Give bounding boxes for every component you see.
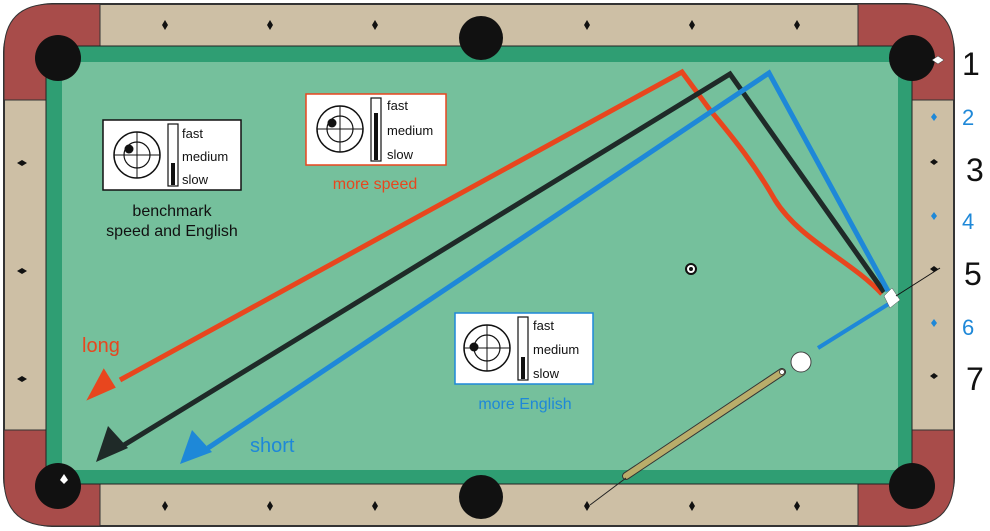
- diamond-label-1: 1: [962, 46, 980, 82]
- red-path-long: [118, 68, 884, 383]
- speed-label-slow: slow: [533, 366, 560, 381]
- panel-more-english: fast medium slow more English: [454, 312, 594, 413]
- speed-label-medium: medium: [387, 123, 433, 138]
- object-ball-icon: [685, 263, 697, 275]
- speed-label-medium: medium: [533, 342, 579, 357]
- diamond-label-2: 2: [962, 105, 974, 130]
- panel-caption: more speed: [333, 176, 418, 193]
- left-rail-diamonds: [17, 160, 27, 382]
- blue-path-short: [206, 69, 891, 451]
- diamond-label-4: 4: [962, 209, 974, 234]
- black-path: [122, 70, 887, 448]
- pocket-bl: [35, 463, 81, 509]
- cue-tip-target-icon: [113, 131, 161, 179]
- panel-caption: more English: [478, 396, 571, 413]
- diamond-label-7: 7: [966, 361, 984, 397]
- diamond-label-6: 6: [962, 315, 974, 340]
- panel-caption: benchmark: [132, 203, 212, 220]
- aim-line-to-diamond: [895, 267, 941, 297]
- top-rail-diamonds: [162, 20, 800, 30]
- panel-benchmark: fast medium slow benchmark speed and Eng…: [102, 119, 242, 240]
- path-label-long: long: [82, 335, 120, 357]
- pocket-bottom-middle: [459, 475, 503, 519]
- diamond-label-3: 3: [966, 152, 984, 188]
- cue-stick-icon: [589, 368, 786, 506]
- speed-label-fast: fast: [387, 98, 408, 113]
- cue-ball-approach-line: [816, 298, 897, 350]
- black-arrowhead: [96, 426, 128, 462]
- speed-label-fast: fast: [182, 126, 203, 141]
- pocket-tl: [35, 35, 81, 81]
- speed-gauge: [167, 123, 179, 187]
- speed-gauge: [517, 316, 529, 381]
- bottom-rail-diamonds: [162, 501, 800, 511]
- cue-tip-target-icon: [316, 105, 364, 153]
- speed-label-fast: fast: [533, 318, 554, 333]
- corner-mark-tr: [931, 55, 945, 65]
- corner-mark-bl: [60, 474, 68, 484]
- red-arrowhead: [86, 368, 116, 401]
- speed-label-medium: medium: [182, 149, 228, 164]
- pocket-top-middle: [459, 16, 503, 60]
- contact-point-marker: [883, 287, 901, 309]
- path-label-short: short: [250, 435, 295, 457]
- cue-ball-icon: [790, 351, 812, 373]
- speed-gauge: [370, 97, 382, 162]
- panel-more-speed: fast medium slow more speed: [305, 93, 447, 193]
- speed-label-slow: slow: [387, 147, 414, 162]
- diamond-labels: 1 2 3 4 5 6 7: [962, 46, 984, 397]
- pocket-tr: [889, 35, 935, 81]
- pocket-br: [889, 463, 935, 509]
- diamond-label-5: 5: [964, 256, 982, 292]
- cue-tip-target-icon: [463, 324, 511, 372]
- blue-arrowhead: [180, 430, 212, 464]
- panel-caption-line2: speed and English: [106, 223, 238, 240]
- speed-label-slow: slow: [182, 172, 209, 187]
